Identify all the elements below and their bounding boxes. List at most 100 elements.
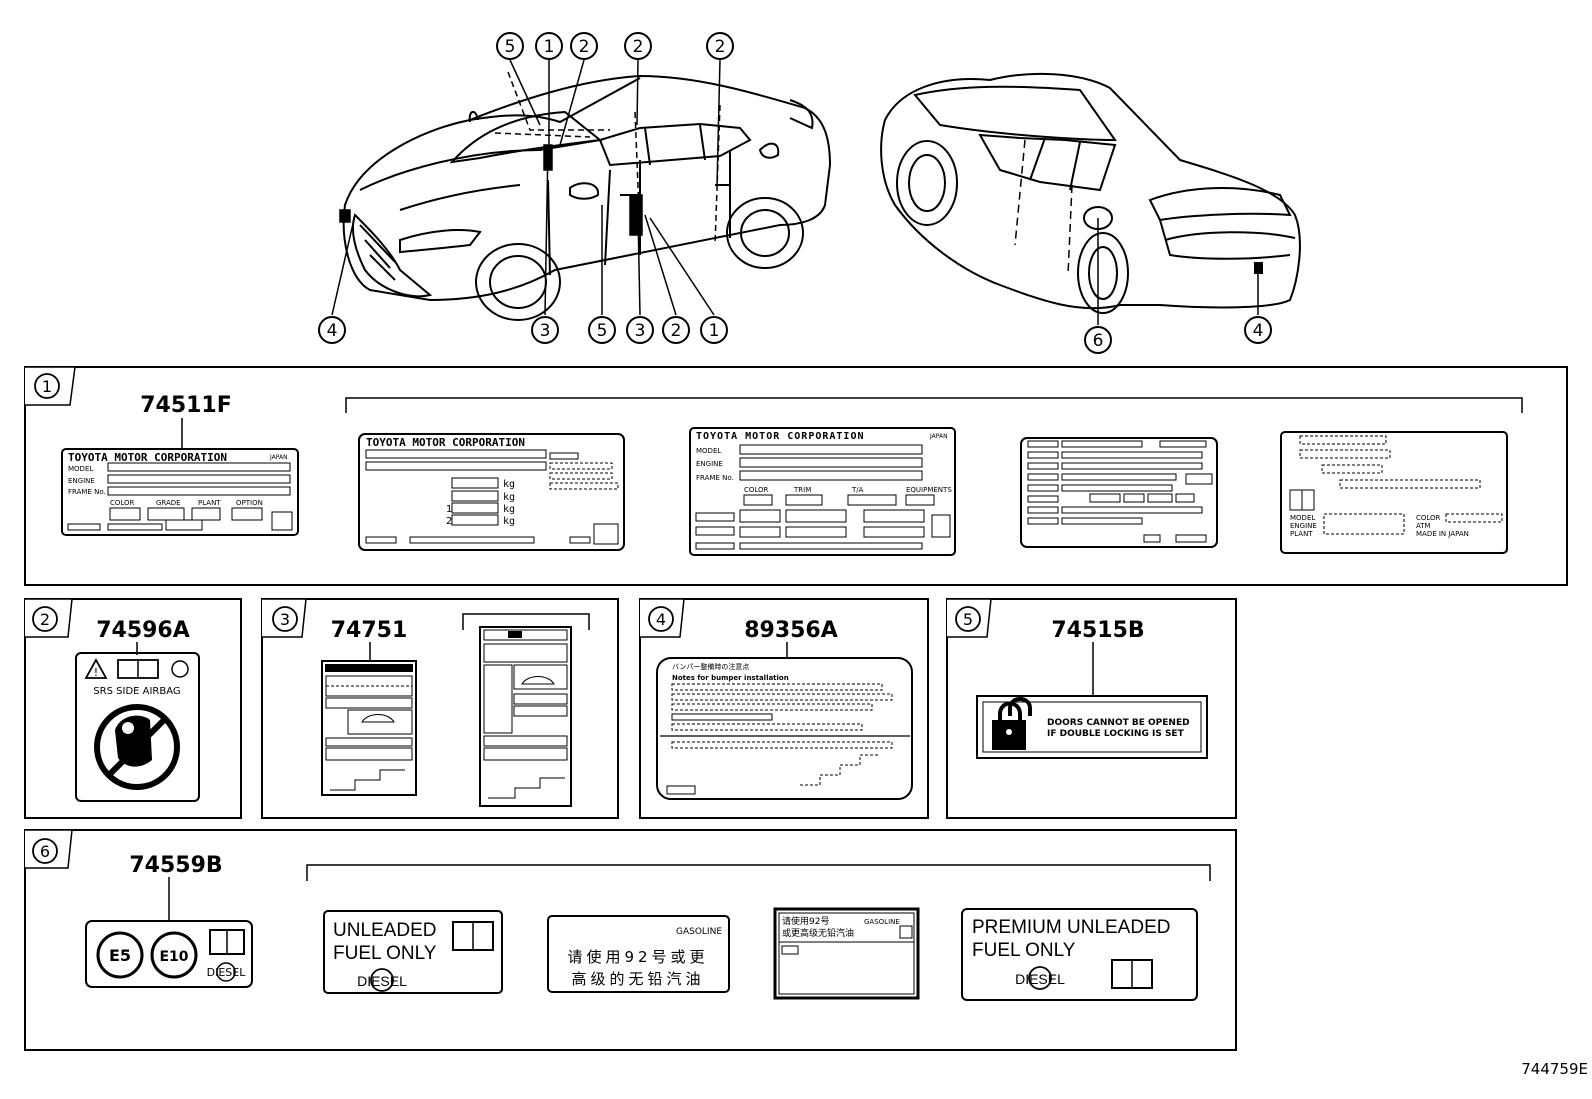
tire-label-a [321, 660, 417, 796]
svg-text:JAPAN: JAPAN [929, 433, 948, 440]
premium-unleaded-label: PREMIUM UNLEADED FUEL ONLY DIESEL [961, 908, 1198, 1001]
svg-text:TOYOTA MOTOR CORPORATION: TOYOTA MOTOR CORPORATION [68, 451, 227, 464]
svg-text:kg: kg [503, 479, 515, 490]
panel-5: 5 74515B DOORS CANNOT BE OPENED IF DOUBL… [946, 598, 1237, 819]
svg-text:DIESEL: DIESEL [357, 973, 407, 989]
svg-text:TOYOTA MOTOR CORPORATION: TOYOTA MOTOR CORPORATION [696, 431, 865, 442]
callout-5-top: 5 [496, 32, 524, 60]
svg-text:kg: kg [503, 492, 515, 503]
front-callout-leaders [331, 59, 721, 316]
srs-text: SRS SIDE AIRBAG [93, 686, 180, 697]
gasoline-cn-label: GASOLINE 请使用92号或更 高级的无铅汽油 [547, 915, 730, 993]
panel-1-number: 1 [42, 377, 52, 396]
no-child-seat-icon [94, 704, 180, 790]
svg-text:5: 5 [505, 37, 516, 57]
callout-1-top: 1 [535, 32, 563, 60]
callout-circles: 5 1 2 2 2 4 3 5 3 2 1 6 4 [318, 32, 1272, 354]
vin-label-e: MODEL ENGINE PLANT COLOR ATM MADE IN JAP… [1280, 431, 1508, 554]
e5-badge: E5 [109, 946, 131, 965]
svg-text:TOYOTA MOTOR CORPORATION: TOYOTA MOTOR CORPORATION [366, 436, 525, 449]
svg-text:请使用92号: 请使用92号 [782, 915, 829, 927]
fuel-e5-e10-label: E5 E10 DIESEL [85, 920, 253, 988]
svg-text:3: 3 [635, 321, 646, 341]
svg-text:3: 3 [540, 321, 551, 341]
svg-text:MODEL: MODEL [696, 447, 721, 455]
svg-text:FRAME No.: FRAME No. [696, 474, 734, 482]
part-74515B: 74515B [1051, 618, 1144, 643]
svg-text:EQUIPMENTS: EQUIPMENTS [906, 486, 952, 494]
panel-3: 3 74751 [261, 598, 619, 819]
svg-text:4: 4 [327, 321, 338, 341]
part-74559B: 74559B [129, 853, 222, 878]
vin-label-a: TOYOTA MOTOR CORPORATION JAPAN MODEL ENG… [61, 448, 299, 536]
callout-1-front: 1 [700, 316, 728, 344]
tire-label-b [479, 626, 572, 807]
svg-text:!: ! [94, 666, 98, 679]
svg-text:PLANT: PLANT [1290, 530, 1313, 538]
svg-text:ENGINE: ENGINE [68, 477, 95, 485]
weight-label-b: TOYOTA MOTOR CORPORATION kg kg kg kg 1 2 [358, 433, 625, 551]
callout-5-front: 5 [588, 316, 616, 344]
vin-label-d [1020, 437, 1218, 548]
svg-text:1: 1 [709, 321, 720, 341]
svg-text:FRAME No.: FRAME No. [68, 488, 106, 496]
svg-text:COLOR: COLOR [1416, 514, 1441, 522]
svg-text:3: 3 [280, 610, 290, 629]
svg-text:2: 2 [579, 37, 590, 57]
rear-car-illustration [880, 72, 1301, 314]
callout-4-front: 4 [318, 316, 346, 344]
callout-2-top-b: 2 [624, 32, 652, 60]
svg-text:2: 2 [633, 37, 644, 57]
svg-text:高级的无铅汽油: 高级的无铅汽油 [571, 970, 704, 988]
front-car-illustration [342, 71, 832, 321]
svg-text:IF DOUBLE LOCKING IS SET: IF DOUBLE LOCKING IS SET [1047, 729, 1185, 739]
svg-text:ENGINE: ENGINE [1290, 522, 1317, 530]
svg-text:2: 2 [715, 37, 726, 57]
callout-2-top-c: 2 [706, 32, 734, 60]
svg-text:FUEL ONLY: FUEL ONLY [972, 940, 1076, 961]
gasoline-cn-label-2: 请使用92号 GASOLINE 或更高级无铅汽油 [773, 907, 920, 1000]
svg-text:PREMIUM UNLEADED: PREMIUM UNLEADED [972, 917, 1170, 938]
svg-text:或更高级无铅汽油: 或更高级无铅汽油 [782, 927, 854, 939]
svg-text:kg: kg [503, 504, 515, 515]
svg-text:DIESEL: DIESEL [1015, 971, 1065, 987]
svg-text:Notes for bumper installation: Notes for bumper installation [672, 674, 789, 682]
e10-badge: E10 [159, 949, 188, 965]
svg-text:COLOR: COLOR [744, 486, 769, 494]
svg-text:MODEL: MODEL [68, 465, 93, 473]
svg-text:2: 2 [40, 610, 50, 629]
svg-text:请使用92号或更: 请使用92号或更 [567, 948, 708, 966]
part-74751: 74751 [331, 618, 408, 643]
unleaded-fuel-label: UNLEADED FUEL ONLY DIESEL [323, 910, 503, 994]
svg-text:2: 2 [671, 321, 682, 341]
svg-text:バンパー整備時の注意点: バンパー整備時の注意点 [672, 662, 749, 671]
bumper-notice-label: バンパー整備時の注意点 Notes for bumper installatio… [656, 657, 913, 800]
svg-text:GASOLINE: GASOLINE [864, 918, 900, 926]
svg-text:5: 5 [597, 321, 608, 341]
svg-text:MODEL: MODEL [1290, 514, 1315, 522]
svg-text:GASOLINE: GASOLINE [676, 927, 722, 937]
padlock-icon [992, 697, 1032, 750]
svg-text:kg: kg [503, 516, 515, 527]
panel-4: 4 89356A バンパー整備時の注意点 Notes for bumper in… [639, 598, 929, 819]
svg-text:ATM: ATM [1416, 522, 1431, 530]
panel-2: 2 74596A ! SRS SIDE AIRBAG [24, 598, 242, 819]
svg-text:T/A: T/A [851, 486, 864, 494]
svg-text:UNLEADED: UNLEADED [333, 920, 436, 941]
airbag-label: ! SRS SIDE AIRBAG [75, 652, 200, 802]
svg-text:1: 1 [544, 37, 555, 57]
callout-4-rear: 4 [1244, 316, 1272, 344]
svg-text:6: 6 [1093, 331, 1104, 351]
svg-text:4: 4 [656, 610, 666, 629]
svg-text:FUEL ONLY: FUEL ONLY [333, 943, 437, 964]
svg-text:GRADE: GRADE [156, 499, 181, 507]
svg-text:MADE IN JAPAN: MADE IN JAPAN [1416, 530, 1469, 538]
svg-text:DOORS CANNOT BE OPENED: DOORS CANNOT BE OPENED [1047, 718, 1190, 728]
svg-text:COLOR: COLOR [110, 499, 135, 507]
part-74596A: 74596A [96, 618, 190, 643]
callout-6-rear: 6 [1084, 326, 1112, 354]
panel-6: 6 74559B E5 E10 DIESEL UNLEADED FUEL ONL… [24, 829, 1237, 1051]
panel-1: 1 74511F TOYOTA MOTOR CORPORATION JAPAN … [24, 366, 1568, 586]
svg-text:DIESEL: DIESEL [207, 966, 247, 979]
warning-icon [84, 658, 108, 679]
